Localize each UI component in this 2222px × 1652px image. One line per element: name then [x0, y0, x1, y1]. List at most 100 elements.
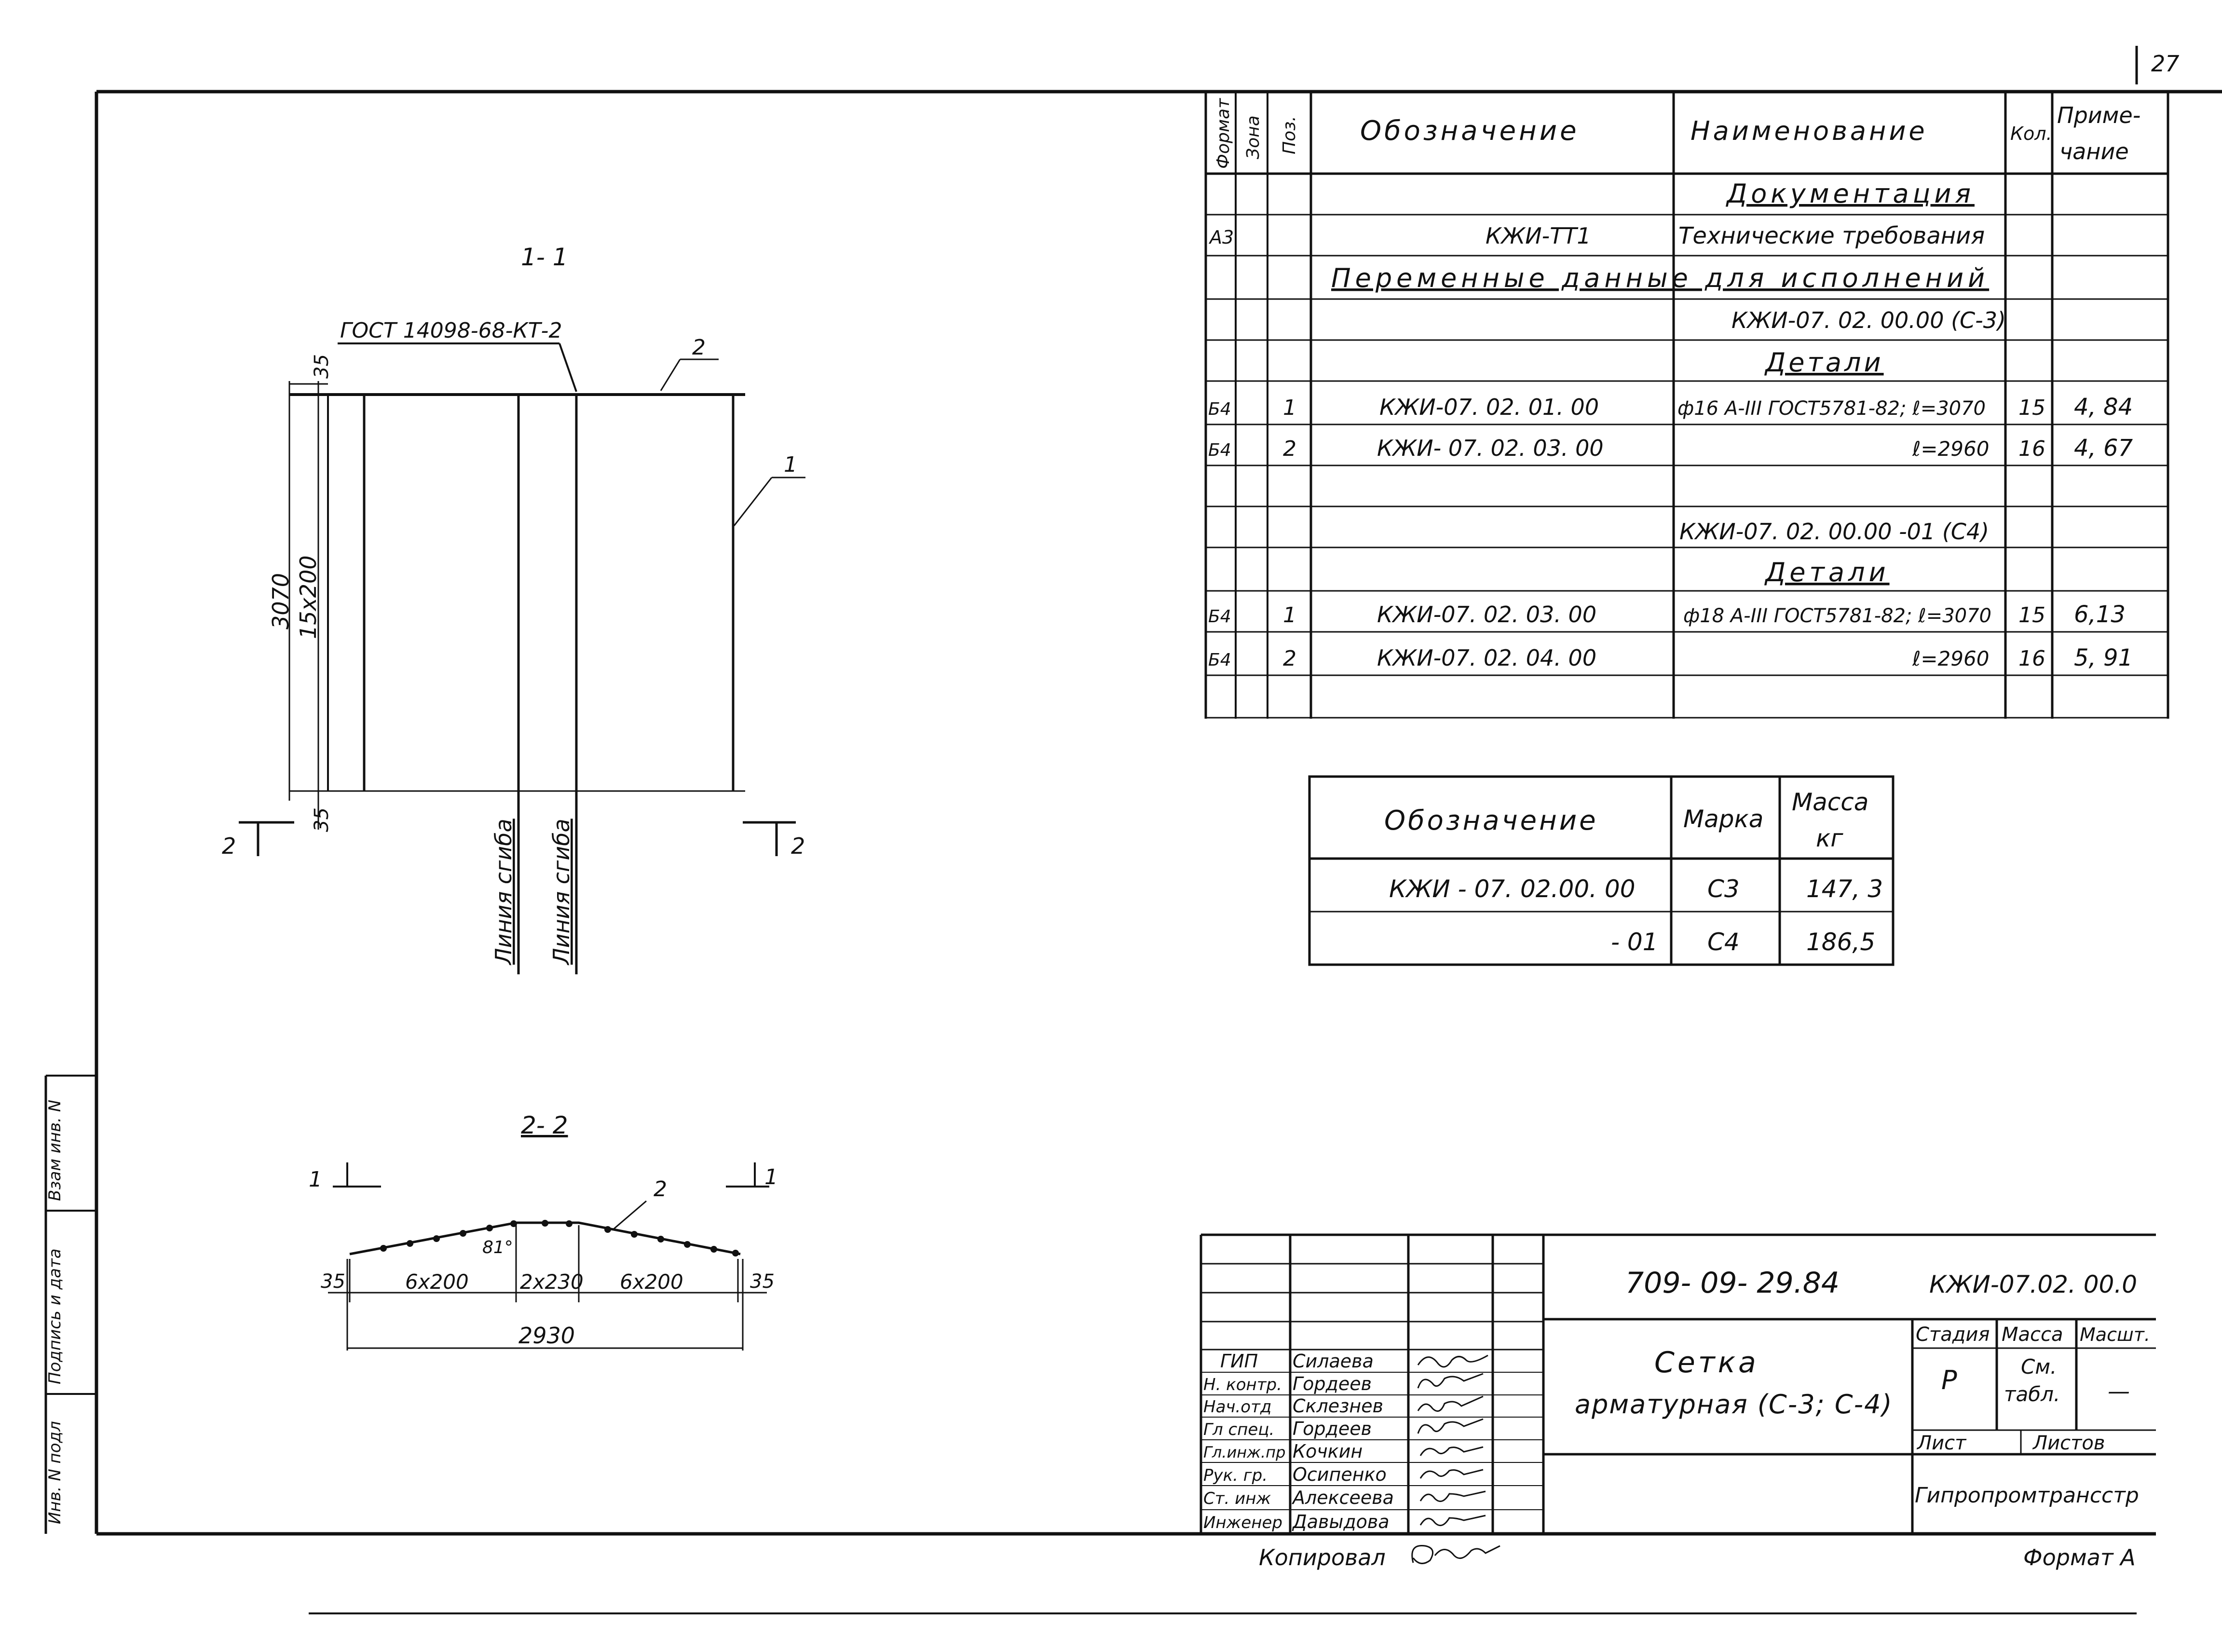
dim2-6x200-left: 6х200 — [405, 1270, 469, 1294]
r4-format: Б4 — [1208, 650, 1231, 670]
name-6: Алексеева — [1291, 1487, 1394, 1508]
name-4: Кочкин — [1293, 1441, 1363, 1462]
cut-2-right: 1 — [764, 1165, 778, 1189]
role-7: Инженер — [1203, 1513, 1282, 1532]
r3-format: Б4 — [1208, 607, 1231, 627]
r4-pos: 2 — [1283, 646, 1296, 671]
r3-qty: 15 — [2018, 603, 2045, 628]
role-5: Рук. гр. — [1203, 1466, 1268, 1485]
stage-value: Р — [1941, 1365, 1957, 1395]
name-1: Гордеев — [1293, 1373, 1372, 1394]
role-0: ГИП — [1220, 1351, 1258, 1372]
title-line-2: арматурная (С-3; С-4) — [1575, 1389, 1893, 1420]
r2-pos: 2 — [1283, 437, 1296, 461]
hdr-zone: Зона — [1243, 115, 1263, 159]
cut-mark-left: 2 — [222, 833, 236, 859]
name-5: Осипенко — [1293, 1464, 1387, 1485]
name-0: Силаева — [1293, 1351, 1374, 1372]
r4-name: ℓ=2960 — [1912, 647, 1989, 670]
section-1-1: 1- 1 ГОСТ 14098-68-КТ-2 35 35 3070 15х20… — [222, 243, 805, 974]
copied-label: Копировал — [1259, 1544, 1386, 1570]
hdr-pos: Поз. — [1280, 116, 1299, 154]
stamp-inv-podl: Инв. N подл — [45, 1421, 65, 1524]
dim2-total: 2930 — [518, 1323, 575, 1349]
role-3: Гл спец. — [1203, 1420, 1274, 1439]
r1-name: ф16 А-III ГОСТ5781-82; ℓ=3070 — [1677, 397, 1986, 420]
role-1: Н. контр. — [1203, 1375, 1282, 1394]
dim-3070: 3070 — [268, 573, 294, 629]
dim2-35-right: 35 — [750, 1270, 775, 1293]
hdr-qty: Кол. — [2010, 123, 2052, 144]
section-1-title: 1- 1 — [521, 243, 568, 271]
sheet-number-box: 27 — [2135, 46, 2180, 84]
role-2: Нач.отд — [1203, 1397, 1271, 1417]
role-4: Гл.инж.пр — [1203, 1443, 1285, 1461]
r1-format: Б4 — [1208, 399, 1231, 419]
r2-name: ℓ=2960 — [1912, 437, 1989, 461]
title-block: ГИП Силаева Н. контр. Гордеев Нач.отд Ск… — [1200, 1233, 2156, 1534]
cut-2-left: 1 — [309, 1167, 322, 1192]
callout-2-section2: 2 — [654, 1177, 667, 1201]
project-code: 709- 09- 29.84 — [1625, 1266, 1840, 1300]
mass-hdr-mass-1: Масса — [1792, 788, 1868, 816]
r3-name: ф18 А-III ГОСТ5781-82; ℓ=3070 — [1683, 605, 1991, 627]
mass-hdr-mass-2: кг — [1816, 824, 1843, 852]
cut-mark-right: 2 — [791, 833, 805, 859]
doc-format: А3 — [1208, 227, 1234, 248]
r2-note: 4, 67 — [2074, 435, 2133, 462]
mass-r2-mass: 186,5 — [1806, 928, 1875, 956]
callout-1: 1 — [784, 452, 797, 477]
dim-35-top: 35 — [311, 354, 333, 379]
mass-r1-mark: С3 — [1707, 875, 1740, 903]
variant-2: КЖИ-07. 02. 00.00 -01 (С4) — [1679, 519, 1989, 545]
r1-designation: КЖИ-07. 02. 01. 00 — [1379, 394, 1599, 420]
callout-2: 2 — [692, 335, 706, 360]
standard-ref: ГОСТ 14098-68-КТ-2 — [340, 318, 562, 343]
section-2-2: 2- 2 1 1 2 81° 35 6х200 2х230 6х200 35 — [309, 1111, 778, 1351]
title-line-1: Сетка — [1654, 1346, 1759, 1379]
role-6: Ст. инж — [1203, 1489, 1271, 1508]
mass-r2-mark: С4 — [1707, 928, 1740, 956]
scale-value: — — [2108, 1378, 2130, 1404]
spec-table: Формат Зона Поз. Обозначение Наименовани… — [1204, 92, 2169, 719]
details-header-2: Детали — [1764, 557, 1890, 587]
dim2-35-left: 35 — [321, 1270, 345, 1293]
name-7: Давыдова — [1292, 1511, 1390, 1532]
hdr-format: Формат — [1213, 98, 1233, 169]
doc-name: Технические требования — [1678, 222, 1985, 249]
bend-line-label-2: Линия сгиба — [548, 819, 574, 966]
mass-table: Обозначение Марка Масса кг КЖИ - 07. 02.… — [1308, 775, 1895, 966]
details-header-1: Детали — [1764, 347, 1884, 378]
format-label: Формат А — [2023, 1544, 2136, 1570]
r4-note: 5, 91 — [2074, 644, 2133, 671]
mass-hdr-mark: Марка — [1683, 805, 1763, 833]
r3-designation: КЖИ-07. 02. 03. 00 — [1377, 601, 1596, 628]
sheet-frame — [95, 90, 2222, 1536]
r3-pos: 1 — [1283, 603, 1296, 628]
r2-designation: КЖИ- 07. 02. 03. 00 — [1377, 435, 1604, 461]
section-2-title: 2- 2 — [521, 1111, 568, 1139]
stamp-vzam-inv: Взам инв. N — [45, 1100, 65, 1201]
r2-format: Б4 — [1208, 440, 1231, 460]
mass-r2-designation: - 01 — [1611, 928, 1658, 956]
bar-dots — [380, 1220, 739, 1256]
mass-hdr-designation: Обозначение — [1384, 805, 1598, 836]
mass-label: Масса — [2002, 1324, 2063, 1346]
left-stamp: Взам инв. N Подпись и дата Инв. N подл — [44, 1075, 96, 1534]
name-3: Гордеев — [1293, 1418, 1372, 1439]
mass-r1-designation: КЖИ - 07. 02.00. 00 — [1389, 875, 1636, 903]
footer: Копировал Формат А — [309, 1544, 2137, 1614]
copied-signature — [1411, 1544, 1500, 1564]
r4-designation: КЖИ-07. 02. 04. 00 — [1377, 645, 1596, 671]
hdr-note: Приме- — [2057, 102, 2140, 128]
r4-qty: 16 — [2018, 646, 2045, 671]
stamp-podpis-data: Подпись и дата — [45, 1248, 65, 1384]
r1-pos: 1 — [1283, 396, 1296, 420]
angle-81: 81° — [482, 1238, 513, 1257]
name-2: Склезнев — [1293, 1395, 1383, 1417]
bend-line-label-1: Линия сгиба — [491, 819, 517, 966]
sheet-number: 27 — [2151, 51, 2180, 77]
hdr-name: Наименование — [1690, 116, 1928, 146]
r3-note: 6,13 — [2074, 601, 2126, 628]
